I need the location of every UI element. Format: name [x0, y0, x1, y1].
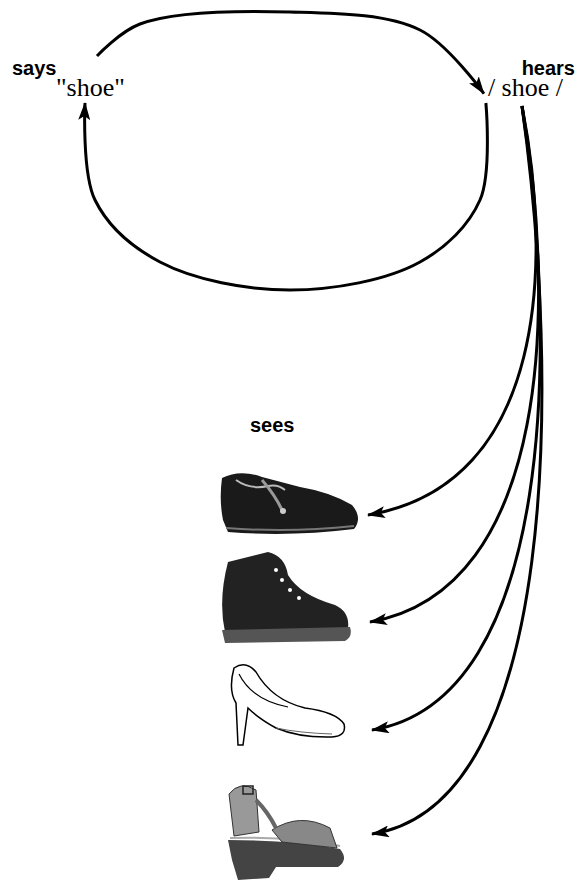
shoe-boot: [222, 546, 351, 643]
speech-node: says"shoe": [8, 56, 129, 103]
sees-arrow: [368, 106, 536, 515]
sees-arrow: [372, 106, 540, 730]
shoe-highheel: [231, 665, 344, 745]
speech-role: says: [12, 58, 125, 78]
speech-arrow: [97, 11, 484, 93]
speech-word: "shoe": [56, 75, 125, 101]
speech-arrow: [85, 103, 488, 290]
speech-role: hears: [488, 58, 575, 78]
shoe-sandal: [228, 786, 344, 880]
sees-label: sees: [250, 414, 295, 436]
sees-arrow: [372, 106, 542, 834]
sees-arrow: [370, 106, 539, 622]
speech-word: / shoe /: [488, 75, 575, 101]
speech-node: hears/ shoe /: [484, 56, 579, 103]
shoe-maryjane: [221, 473, 358, 534]
